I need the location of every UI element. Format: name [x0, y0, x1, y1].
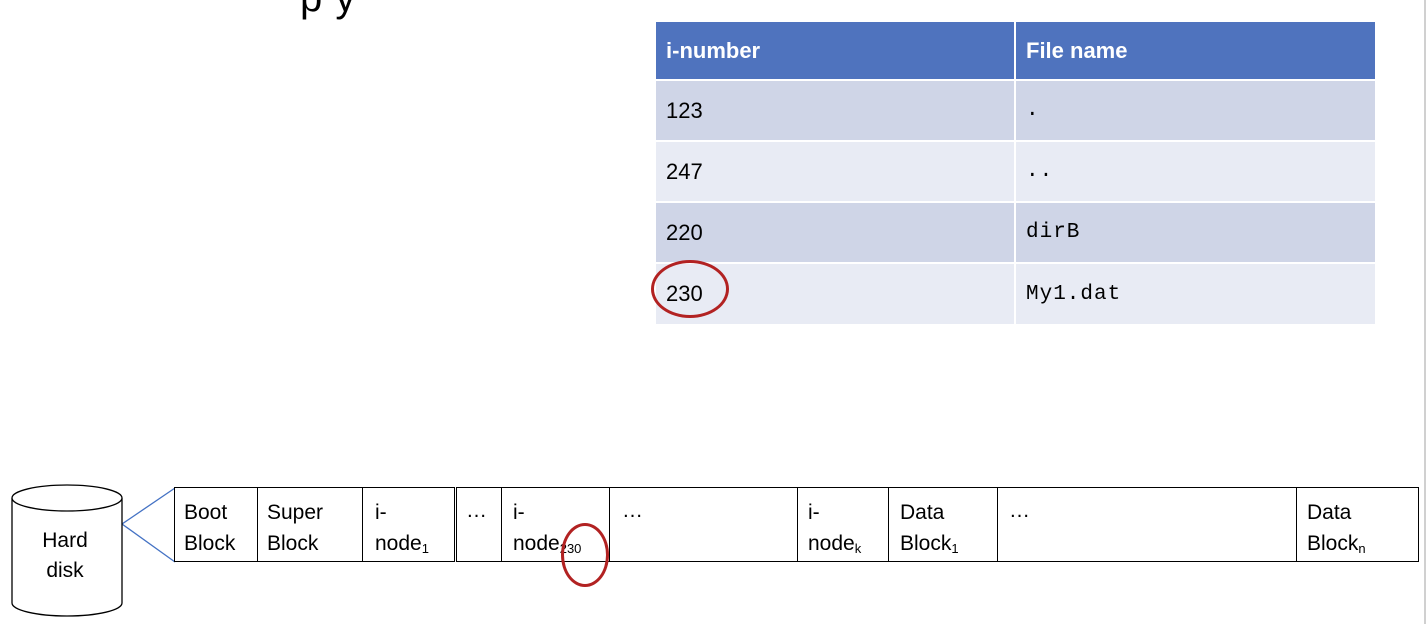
- disk-top: [11, 484, 123, 512]
- ellipsis-block: …: [456, 487, 502, 562]
- highlight-circle-inode-230: [561, 523, 609, 587]
- connector-line-bottom: [121, 523, 176, 563]
- inode-block-1: i- node1: [362, 487, 455, 562]
- cell-file-name: .: [1014, 80, 1375, 141]
- slide-right-edge: [1424, 0, 1426, 624]
- super-block: Super Block: [257, 487, 363, 562]
- cell-i-number: 220: [656, 202, 1015, 263]
- table-row: 220 dirB: [656, 202, 1375, 263]
- disk-body: [11, 498, 123, 617]
- cell-i-number: 247: [656, 141, 1015, 202]
- table-row: 230 My1.dat: [656, 263, 1375, 324]
- ellipsis-block: …: [997, 487, 1297, 562]
- header-file-name: File name: [1014, 22, 1375, 80]
- cell-file-name: dirB: [1014, 202, 1375, 263]
- highlight-circle-i-number-230: [651, 260, 729, 318]
- inode-block-k: i- nodek: [797, 487, 889, 562]
- ellipsis-block: …: [609, 487, 798, 562]
- connector-line-top: [121, 487, 176, 525]
- cell-file-name: ..: [1014, 141, 1375, 202]
- hard-disk-icon: [11, 484, 176, 617]
- cell-file-name: My1.dat: [1014, 263, 1375, 324]
- table-row: 247 ..: [656, 141, 1375, 202]
- table-header-row: i-number File name: [656, 22, 1375, 80]
- table-row: 123 .: [656, 80, 1375, 141]
- data-block-n: Data Blockn: [1296, 487, 1419, 562]
- header-i-number: i-number: [656, 22, 1015, 80]
- directory-table: i-number File name 123 . 247 .. 220 dirB…: [656, 22, 1375, 324]
- boot-block: Boot Block: [174, 487, 258, 562]
- cell-i-number: 123: [656, 80, 1015, 141]
- hard-disk-label: Hard disk: [42, 529, 88, 582]
- data-block-1: Data Block1: [888, 487, 998, 562]
- slide-title: p y: [300, 0, 356, 21]
